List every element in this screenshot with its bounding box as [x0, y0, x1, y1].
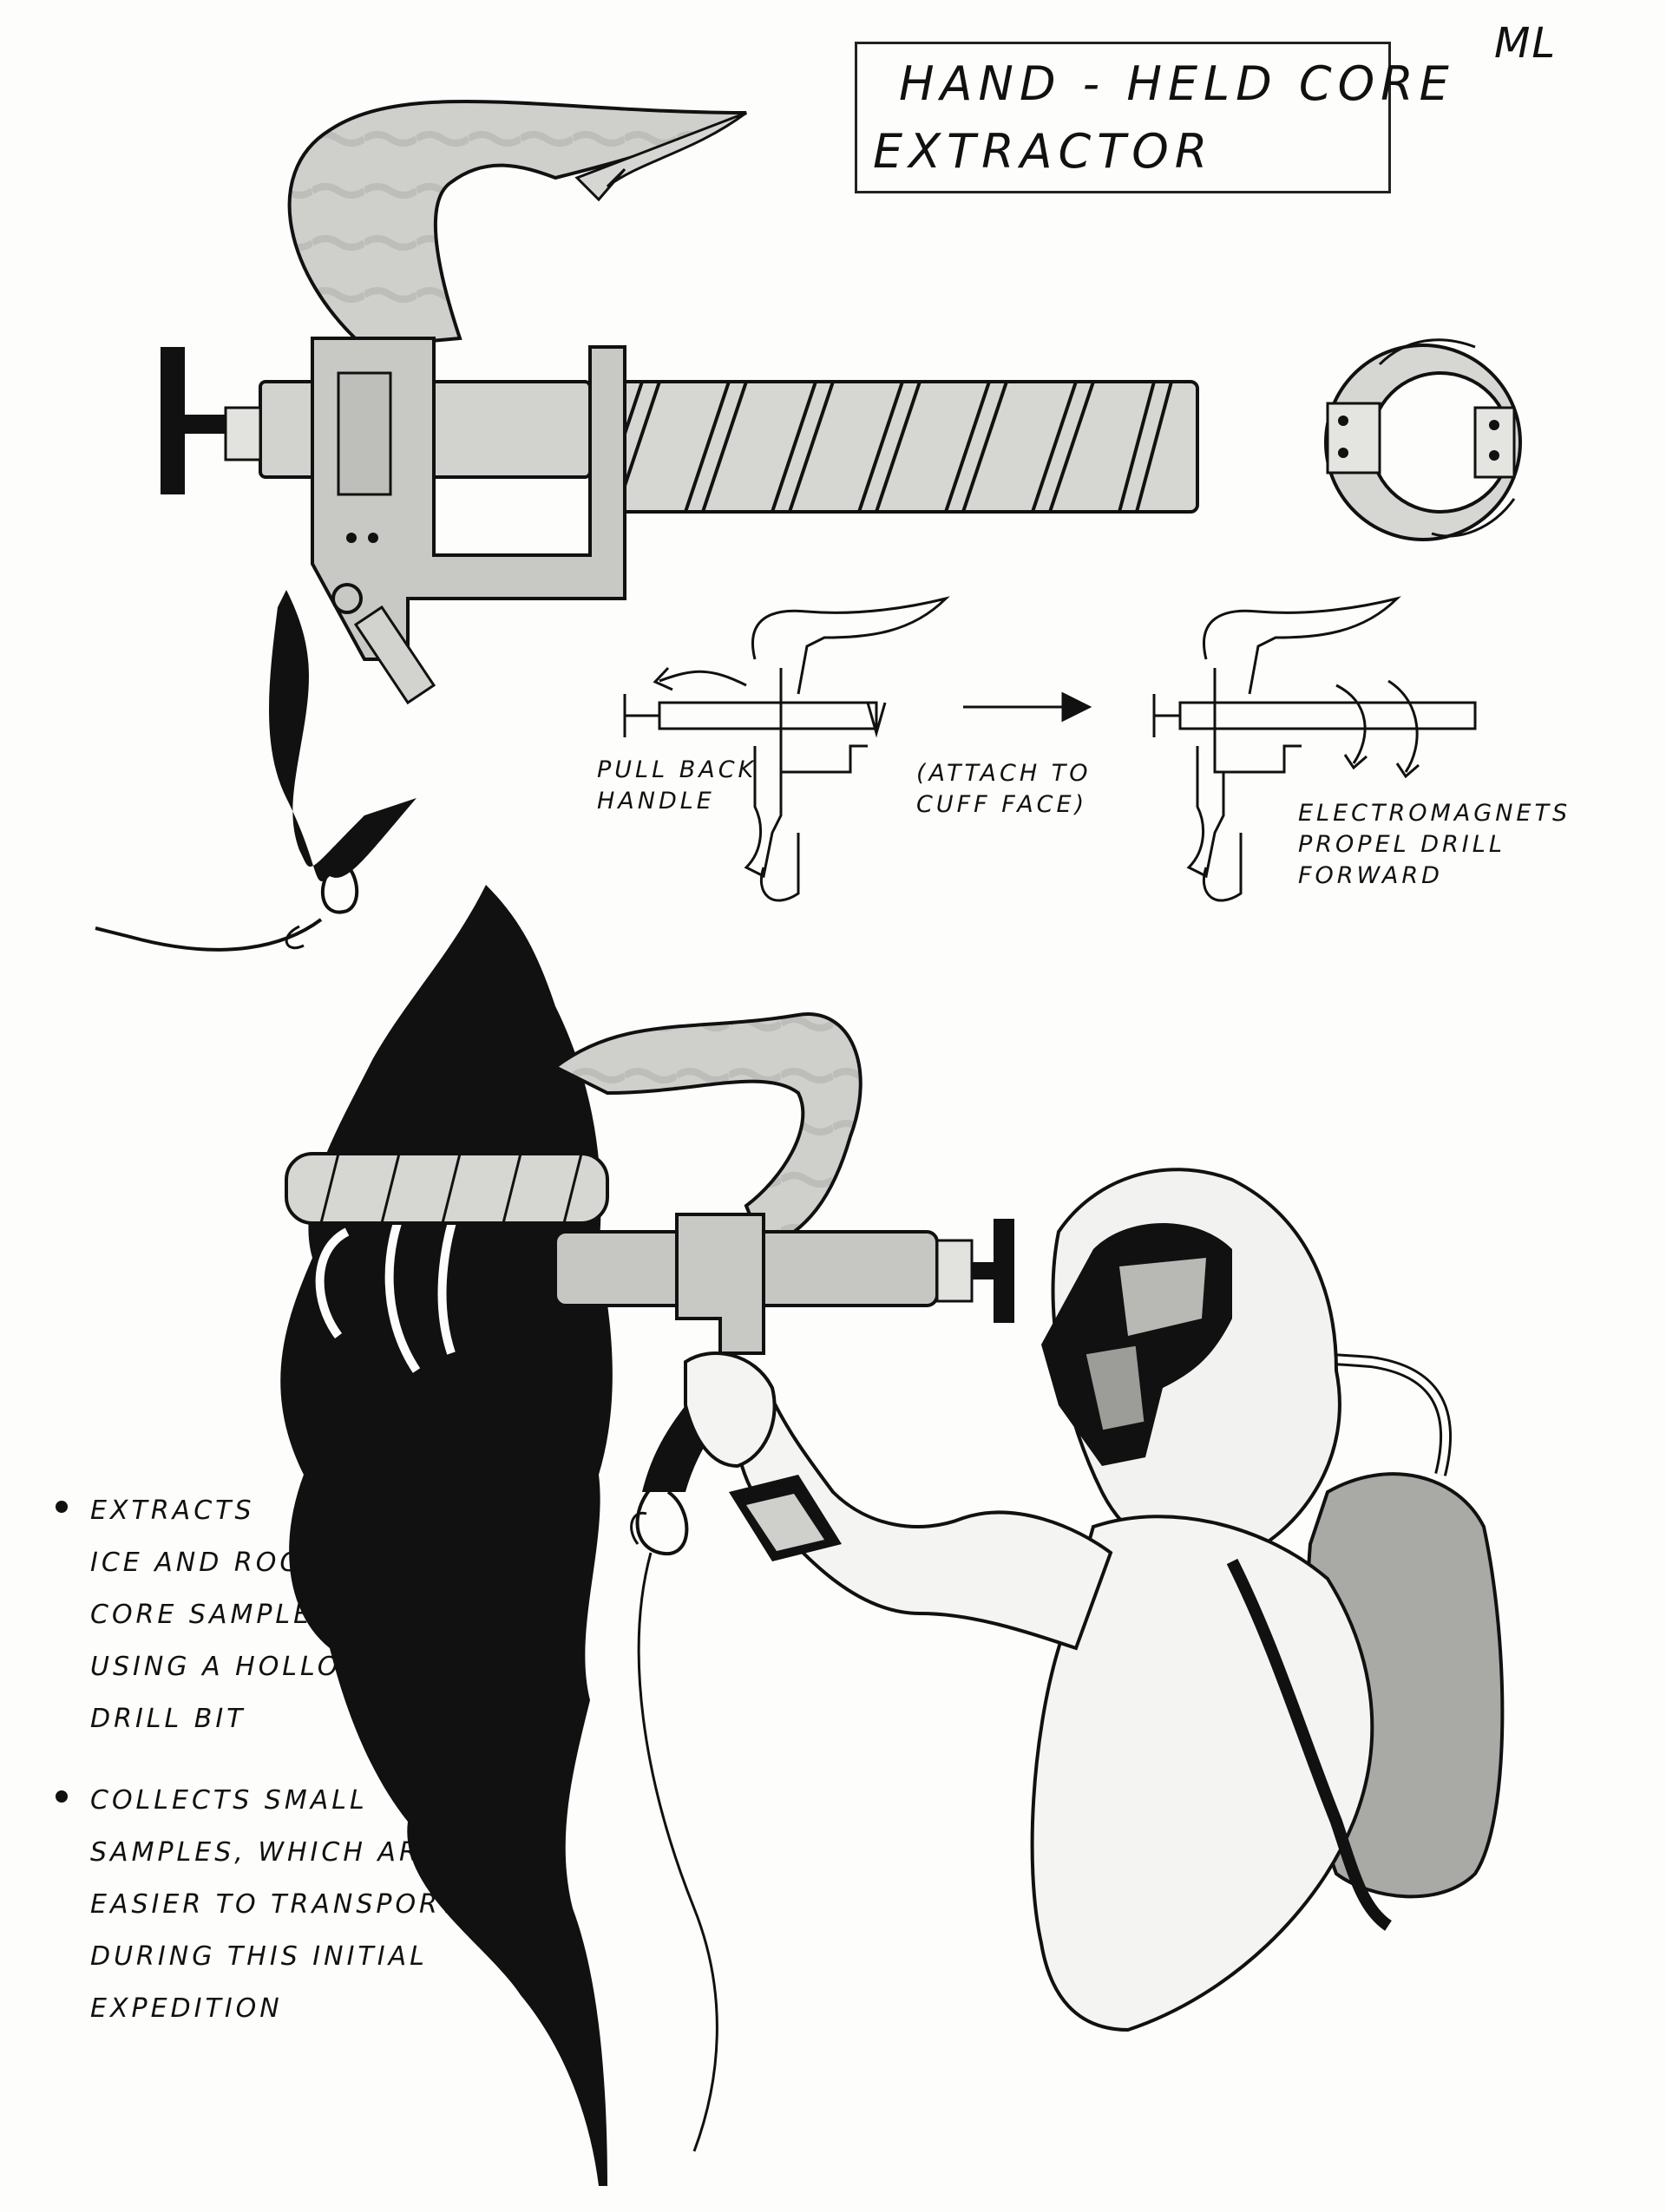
label-electromagnets: Electromagnets propel drill forward	[1298, 800, 1571, 889]
note-text: Collects small samples, which are easier…	[90, 1785, 461, 2024]
operation-sequence	[623, 596, 1477, 902]
label-pull-back: Pull back handle	[597, 756, 758, 815]
explorer-figure	[684, 1168, 1505, 2032]
title-line-1: Hand - Held Core	[899, 56, 1455, 111]
tether-rope	[95, 857, 359, 952]
spiral-drill	[588, 380, 1199, 514]
notes-list: Extracts ice and rock core samples using…	[52, 1485, 503, 2065]
note-item: Collects small samples, which are easier…	[52, 1775, 503, 2035]
t-handle	[161, 347, 185, 494]
title-box: Hand - Held Core Extractor	[855, 42, 1449, 193]
title-line-2: Extractor	[873, 124, 1214, 179]
label-attach: (Attach to cuff face)	[916, 760, 1092, 818]
bullet-icon	[56, 1790, 68, 1803]
note-item: Extracts ice and rock core samples using…	[52, 1485, 503, 1745]
core-extractor-drawing	[95, 99, 1199, 952]
note-text: Extracts ice and rock core samples using…	[90, 1495, 371, 1734]
grip	[269, 590, 416, 881]
artist-initials: ML	[1494, 19, 1558, 68]
bullet-icon	[56, 1501, 68, 1513]
cuff-ring-drawing	[1324, 338, 1522, 541]
core-extractor-in-use	[285, 1012, 1014, 2152]
